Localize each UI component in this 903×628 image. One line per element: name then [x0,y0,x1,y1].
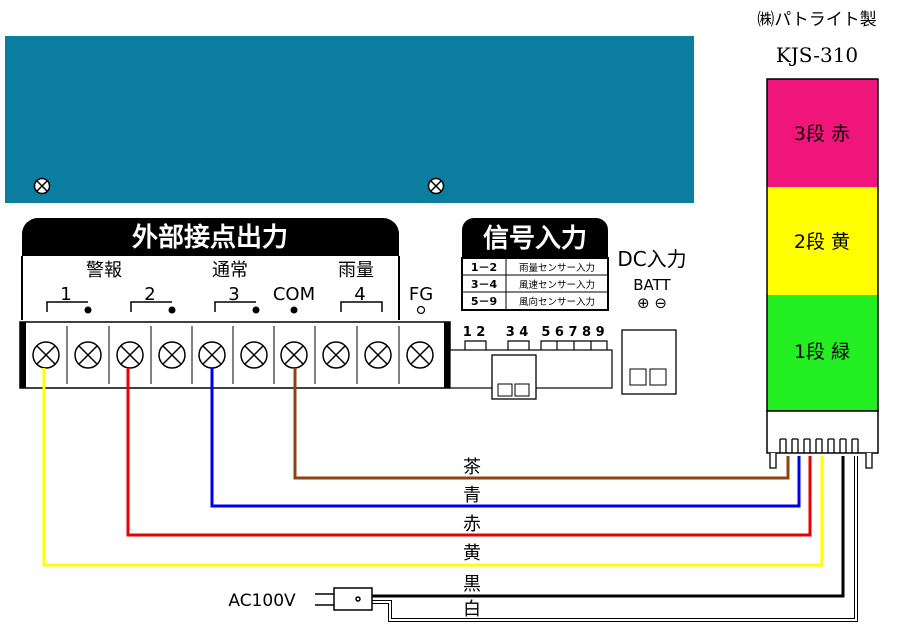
tower-tier-1 [767,295,878,411]
screw-icon-right [427,177,445,195]
group-keihou-label: 警報 [86,260,122,281]
group-uryo-label: 雨量 [338,260,374,281]
wire-label-yellow: 黄 [463,543,481,564]
maker-label: ㈱パトライト製 [757,10,877,30]
pins-59-label: 5 6 7 8 9 [541,325,604,340]
terminal-4-label: 4 [354,284,365,305]
terminal-2-label: 2 [144,284,155,305]
group-tsujo-label: 通常 [212,260,248,281]
wire-blue [210,368,801,508]
signal-table [461,257,609,311]
signal-desc-2: 風速センサー入力 [519,279,595,291]
tower-tier-3 [767,79,878,187]
dc-input-label: DC入力 [617,247,686,271]
signal-pins-3: 5－9 [471,295,497,308]
terminal-3-label: 3 [228,284,239,305]
tower-tier-3-label: 3段 赤 [794,123,850,145]
signal-header: 信号入力 [483,224,587,254]
output-header: 外部接点出力 [132,222,288,253]
wire-label-blue: 青 [463,485,481,506]
terminal-screws[interactable] [32,341,434,369]
tower-tier-1-label: 1段 緑 [794,341,850,363]
wire-brown [293,368,790,480]
ac-plug-icon [315,587,373,611]
terminal-fg-label: FG [409,284,433,305]
signal-pins-1: 1－2 [471,261,497,274]
batt-label: BATT [633,276,671,294]
contact-dots [84,306,298,314]
contact-brackets [46,301,383,312]
wire-label-black: 黒 [463,574,481,595]
tower-tier-2-label: 2段 黄 [794,231,850,253]
pins-34-label: 3 4 [506,325,529,340]
wire-yellow [42,368,824,567]
signal-desc-1: 雨量センサー入力 [519,262,595,274]
fg-symbol-icon [416,305,426,315]
signal-pins-2: 3－4 [471,278,498,291]
model-label: KJS-310 [776,43,858,67]
wire-label-white: 白 [463,599,481,620]
terminal-com-label: COM [273,284,315,305]
wire-red [126,368,812,537]
tower-tier-2 [767,187,878,295]
wire-label-brown: 茶 [463,457,481,478]
screw-icon-left [33,177,51,195]
pins-12-label: 1 2 [463,325,486,340]
wire-black [372,456,845,598]
panel-cover [5,36,694,203]
terminal-1-label: 1 [60,284,71,305]
wire-label-red: 赤 [463,514,481,535]
tower-base-pins [769,438,873,469]
batt-polarity: ⊕ ⊖ [637,294,667,312]
ac-label: AC100V [228,591,296,611]
wire-white [372,456,858,622]
signal-desc-3: 風向センサー入力 [519,296,595,308]
